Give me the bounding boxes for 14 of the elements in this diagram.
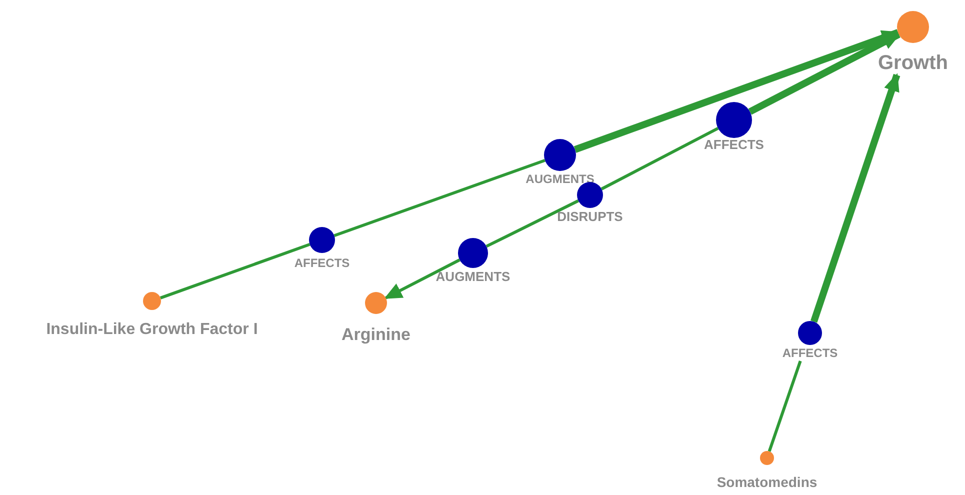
arrow bbox=[574, 29, 900, 153]
node-label: Insulin-Like Growth Factor I bbox=[46, 322, 258, 338]
node-label: DISRUPTS bbox=[557, 210, 623, 223]
arrow bbox=[384, 258, 460, 300]
node-label: Somatomedins bbox=[716, 475, 818, 489]
node-label: AUGMENTS bbox=[436, 270, 510, 283]
node-label: AFFECTS bbox=[782, 347, 838, 359]
node-label: AUGMENTS bbox=[526, 173, 594, 185]
node-label: AFFECTS bbox=[704, 138, 764, 151]
node-label: Arginine bbox=[342, 326, 410, 343]
node-label: Growth bbox=[878, 53, 948, 73]
arrow bbox=[748, 31, 901, 115]
node-label: AFFECTS bbox=[294, 257, 350, 269]
arrow bbox=[810, 73, 900, 323]
